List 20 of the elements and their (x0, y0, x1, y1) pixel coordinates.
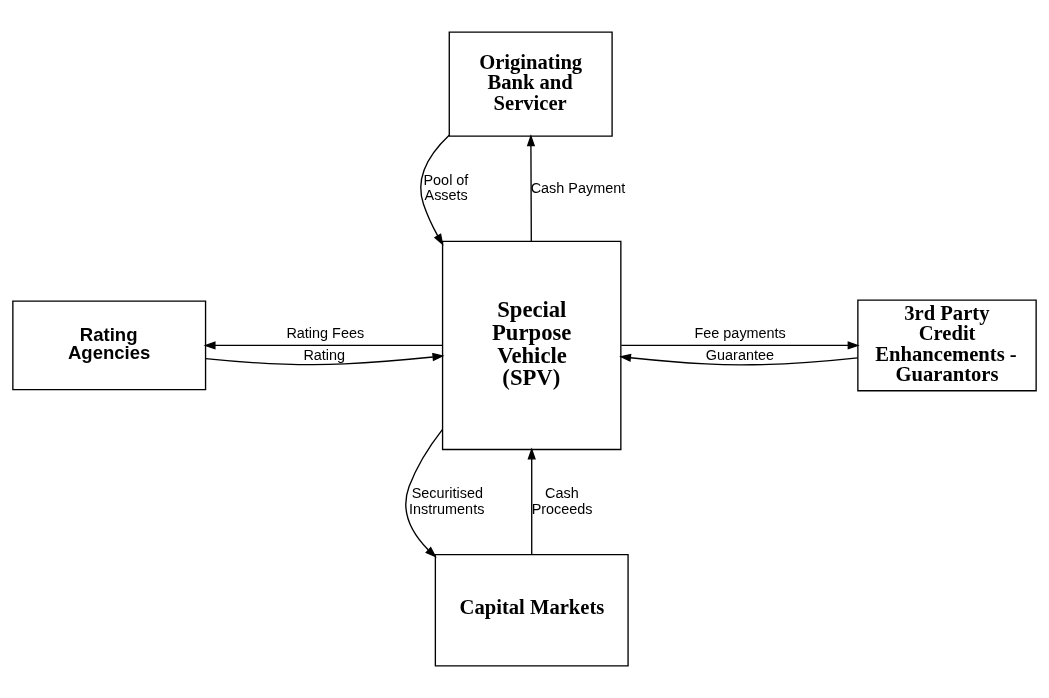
arrow (405, 428, 444, 558)
edge-label: Rating Fees (286, 325, 365, 342)
node-box: Special Purpose Vehicle (SPV) (441, 240, 622, 451)
node-box: Originating Bank and Servicer (448, 31, 613, 137)
edge-label: Securitised Instruments (409, 485, 485, 517)
arrow (619, 353, 859, 366)
edge-label: Rating (303, 347, 346, 364)
arrow (526, 134, 536, 242)
edge-label: Guarantee (705, 347, 774, 364)
node-box: Capital Markets (434, 553, 629, 667)
edge-label: Cash Proceeds (531, 485, 593, 517)
node-box: 3rd Party Credit Enhancements - Guarantors (857, 299, 1037, 392)
edge-label: Pool of Assets (423, 171, 469, 204)
node-box: Rating Agencies (12, 300, 207, 391)
arrow (527, 447, 536, 556)
arrow (420, 134, 450, 246)
arrow (203, 341, 443, 350)
arrow (620, 341, 860, 350)
arrow (204, 352, 445, 366)
edge-label: Fee payments (694, 325, 786, 342)
